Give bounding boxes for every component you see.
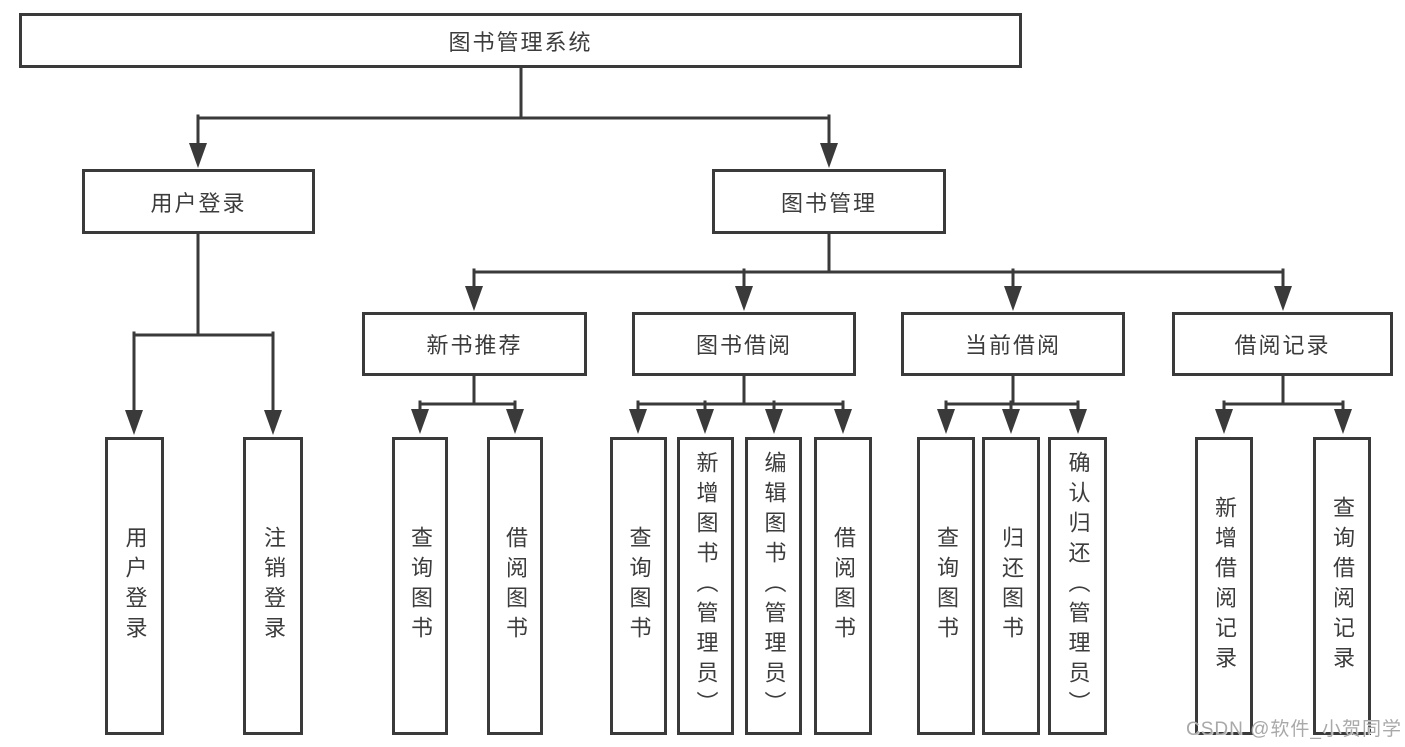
node-leaf-add-borrow-record: 新增借阅记录 bbox=[1195, 437, 1253, 735]
node-leaf-query-borrow-record: 查询借阅记录 bbox=[1313, 437, 1371, 735]
node-user-login: 用户登录 bbox=[82, 169, 315, 234]
node-borrowing-records: 借阅记录 bbox=[1172, 312, 1393, 376]
node-leaf-user-login: 用户登录 bbox=[105, 437, 164, 735]
node-book-borrowing: 图书借阅 bbox=[632, 312, 856, 376]
node-leaf-logout: 注销登录 bbox=[243, 437, 303, 735]
node-leaf-borrow-books-borrowing: 借阅图书 bbox=[814, 437, 872, 735]
node-current-borrowing: 当前借阅 bbox=[901, 312, 1125, 376]
node-leaf-query-books-current: 查询图书 bbox=[917, 437, 975, 735]
node-new-book-recommend: 新书推荐 bbox=[362, 312, 587, 376]
node-library-management-system: 图书管理系统 bbox=[19, 13, 1022, 68]
node-leaf-query-books-borrowing: 查询图书 bbox=[610, 437, 667, 735]
node-leaf-borrow-books-recommend: 借阅图书 bbox=[487, 437, 543, 735]
node-leaf-confirm-return-admin: 确认归还（管理员） bbox=[1048, 437, 1107, 735]
node-book-management: 图书管理 bbox=[712, 169, 946, 234]
node-leaf-edit-book-admin: 编辑图书（管理员） bbox=[745, 437, 802, 735]
csdn-watermark: CSDN @软件_小贺同学 bbox=[1186, 719, 1402, 740]
node-leaf-add-book-admin: 新增图书（管理员） bbox=[677, 437, 734, 735]
node-leaf-return-book: 归还图书 bbox=[982, 437, 1040, 735]
node-leaf-query-books-recommend: 查询图书 bbox=[392, 437, 448, 735]
